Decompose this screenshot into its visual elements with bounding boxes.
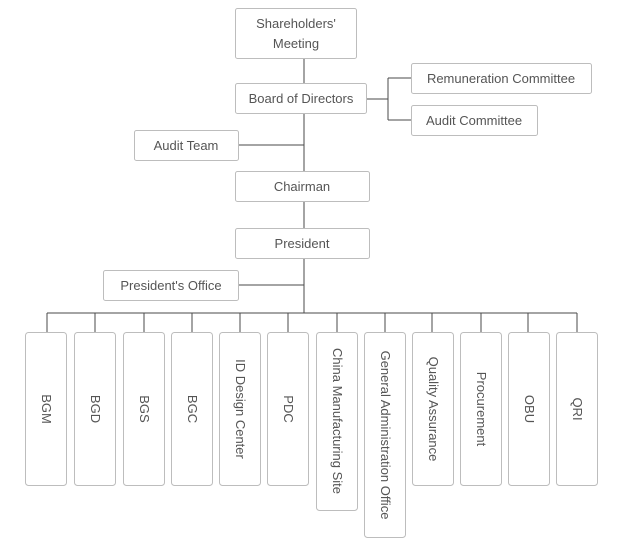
president-label: President — [275, 236, 330, 251]
department-pdc-label: PDC — [281, 395, 296, 422]
department-bgm-label: BGM — [39, 394, 54, 424]
audit-team-label: Audit Team — [154, 138, 219, 153]
chairman-box: Chairman — [235, 171, 370, 202]
department-obu-label: OBU — [522, 395, 537, 423]
department-china-manufacturing-site-label: China Manufacturing Site — [330, 348, 345, 494]
shareholders-meeting-label-line1: Shareholders' — [256, 16, 336, 31]
department-obu-box: OBU — [508, 332, 550, 486]
department-procurement-box: Procurement — [460, 332, 502, 486]
audit-committee-box: Audit Committee — [411, 105, 538, 136]
department-bgd-label: BGD — [88, 395, 103, 423]
board-of-directors-box: Board of Directors — [235, 83, 367, 114]
department-bgs-box: BGS — [123, 332, 165, 486]
shareholders-meeting-label-line2: Meeting — [273, 36, 319, 51]
department-china-manufacturing-site-box: China Manufacturing Site — [316, 332, 358, 511]
department-quality-assurance-box: Quality Assurance — [412, 332, 454, 486]
department-id-design-center-label: ID Design Center — [233, 359, 248, 459]
remuneration-committee-box: Remuneration Committee — [411, 63, 592, 94]
department-id-design-center-box: ID Design Center — [219, 332, 261, 486]
chairman-label: Chairman — [274, 179, 330, 194]
department-general-administration-office-box: General Administration Office — [364, 332, 406, 538]
department-bgs-label: BGS — [137, 395, 152, 423]
department-bgc-label: BGC — [185, 395, 200, 423]
shareholders-meeting-box: Shareholders' Meeting — [235, 8, 357, 59]
department-general-administration-office-label: General Administration Office — [378, 351, 393, 520]
department-quality-assurance-label: Quality Assurance — [426, 357, 441, 462]
president-box: President — [235, 228, 370, 259]
connector-lines — [46, 59, 578, 332]
department-bgc-box: BGC — [171, 332, 213, 486]
department-pdc-box: PDC — [267, 332, 309, 486]
presidents-office-box: President's Office — [103, 270, 239, 301]
department-procurement-label: Procurement — [474, 372, 489, 447]
department-qri-box: QRI — [556, 332, 598, 486]
audit-team-box: Audit Team — [134, 130, 239, 161]
remuneration-committee-label: Remuneration Committee — [427, 71, 575, 86]
presidents-office-label: President's Office — [120, 278, 221, 293]
department-qri-label: QRI — [570, 397, 585, 420]
department-bgd-box: BGD — [74, 332, 116, 486]
board-of-directors-label: Board of Directors — [249, 91, 354, 106]
audit-committee-label: Audit Committee — [426, 113, 522, 128]
department-bgm-box: BGM — [25, 332, 67, 486]
